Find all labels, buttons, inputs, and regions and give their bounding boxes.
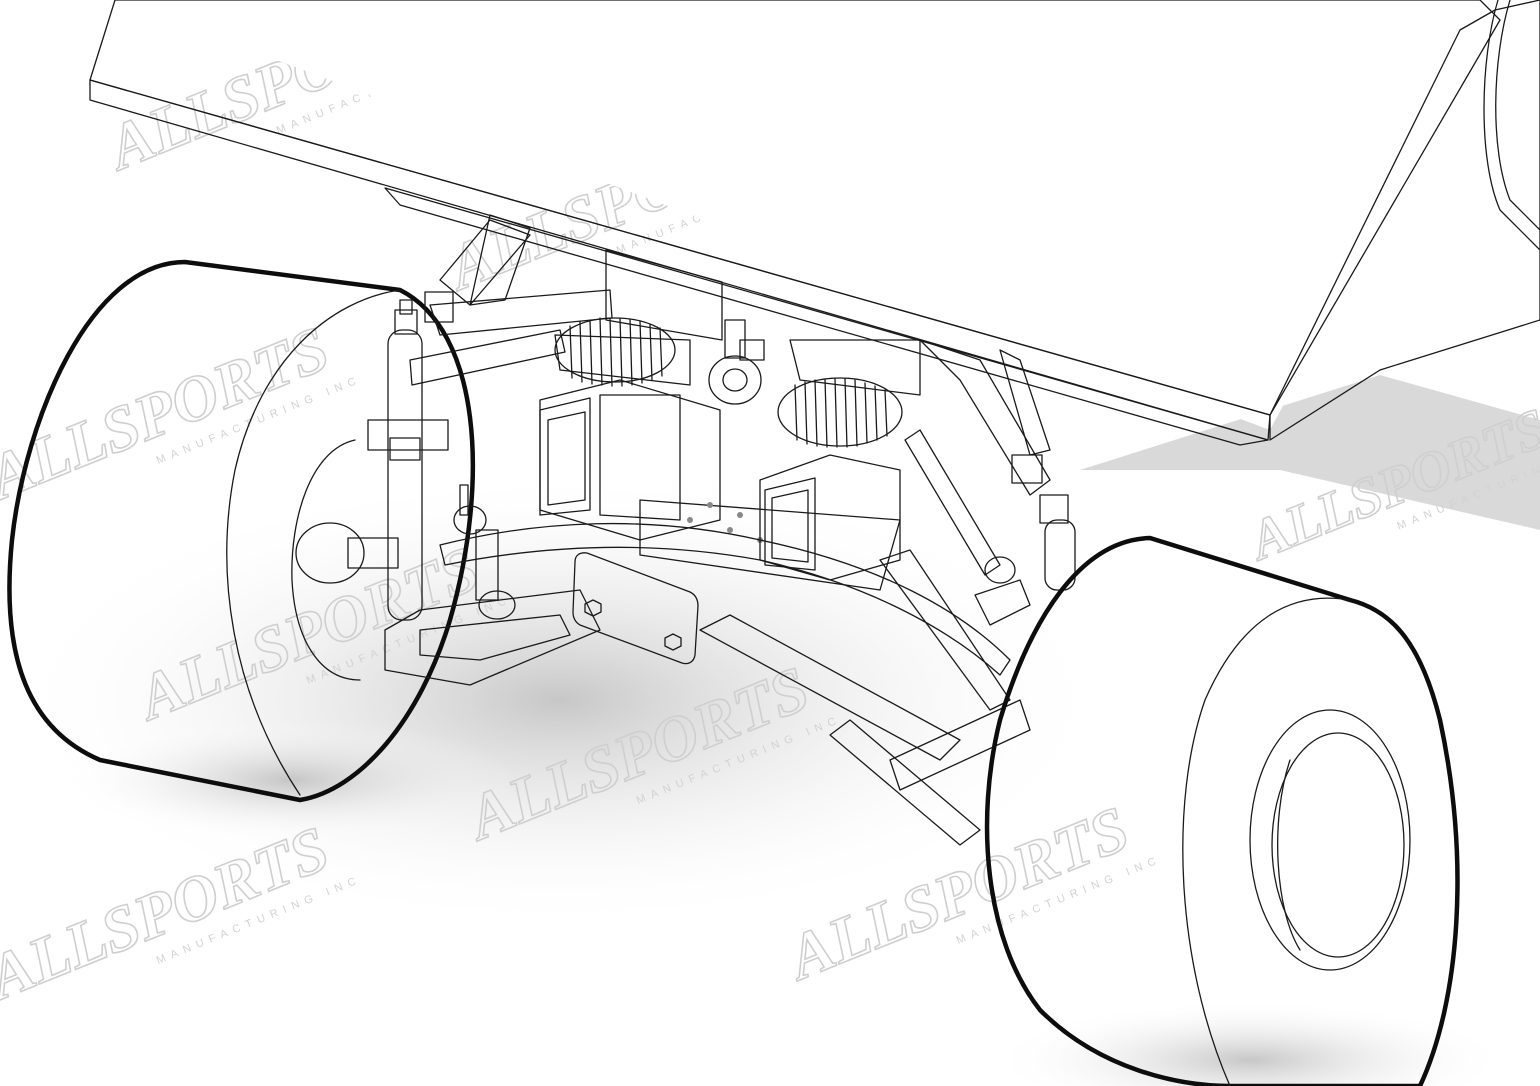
- left-tire: [7, 259, 476, 803]
- right-upper-a-arm: [919, 339, 1076, 591]
- left-hub: [295, 522, 399, 584]
- body-deck: [89, 0, 1540, 446]
- left-lower-a-arm: [384, 589, 601, 686]
- right-tie-rod: [904, 429, 1031, 626]
- right-wheel-rim: [1249, 709, 1411, 971]
- front-bracket-plate: [572, 552, 699, 665]
- steering-rack: [554, 317, 903, 448]
- left-upper-strut: [469, 214, 531, 306]
- left-rack-boot: [554, 317, 676, 387]
- left-spindle: [367, 299, 449, 621]
- front-cross-beam: [439, 522, 1011, 676]
- left-shock: [453, 484, 516, 620]
- right-tire: [984, 535, 1460, 1086]
- bolt-icon: [664, 633, 682, 651]
- bolt-icon: [584, 599, 602, 617]
- lower-frame-tubes: [699, 549, 1031, 846]
- right-rack-boot: [777, 377, 903, 448]
- center-chassis: [539, 249, 921, 591]
